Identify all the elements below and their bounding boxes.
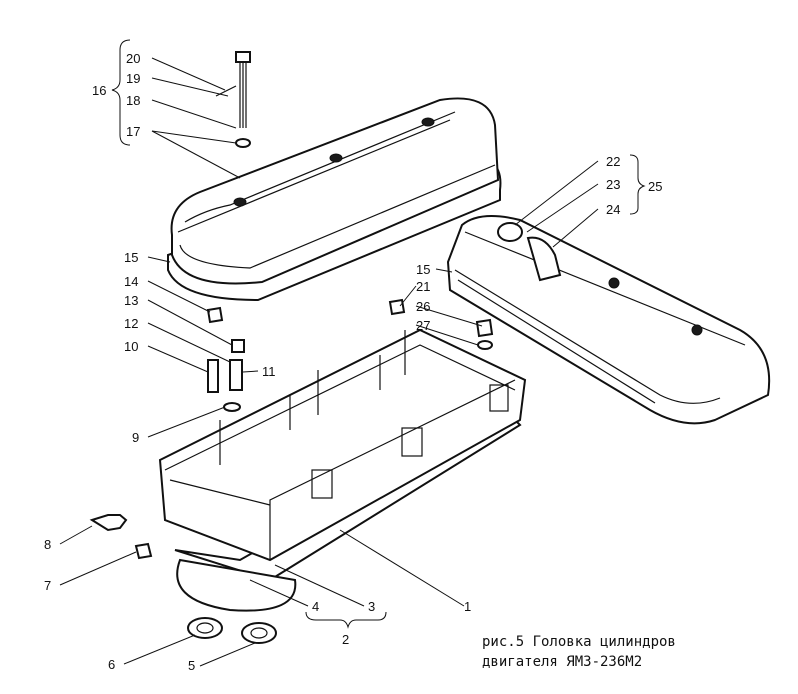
caption-line-2: двигателя ЯМЗ-236М2 xyxy=(482,654,643,670)
callout-12: 12 xyxy=(124,316,138,331)
callout-3: 3 xyxy=(368,599,375,614)
callout-25: 25 xyxy=(648,179,662,194)
callout-15-right: 15 xyxy=(416,262,430,277)
callout-2: 2 xyxy=(342,632,349,647)
callout-labels: 1 2 3 4 5 6 7 8 9 10 11 12 13 14 15 15 1… xyxy=(44,51,662,673)
callout-18: 18 xyxy=(126,93,140,108)
callout-27: 27 xyxy=(416,318,430,333)
leader-lines xyxy=(59,57,599,667)
small-parts xyxy=(89,298,494,644)
callout-13: 13 xyxy=(124,293,138,308)
callout-4: 4 xyxy=(312,599,319,614)
callout-20: 20 xyxy=(126,51,140,66)
callout-19: 19 xyxy=(126,71,140,86)
callout-17: 17 xyxy=(126,124,140,139)
callout-11: 11 xyxy=(262,364,276,379)
callout-1: 1 xyxy=(464,599,471,614)
callout-6: 6 xyxy=(108,657,115,672)
callout-26: 26 xyxy=(416,299,430,314)
callout-9: 9 xyxy=(132,430,139,445)
callout-15-left: 15 xyxy=(124,250,138,265)
callout-16: 16 xyxy=(92,83,106,98)
callout-21: 21 xyxy=(416,279,430,294)
callout-14: 14 xyxy=(124,274,138,289)
callout-23: 23 xyxy=(606,177,620,192)
callout-10: 10 xyxy=(124,339,138,354)
callout-8: 8 xyxy=(44,537,51,552)
cover-bolt-assembly xyxy=(215,51,251,148)
left-valve-cover xyxy=(167,97,502,302)
callout-24: 24 xyxy=(606,202,620,217)
caption-line-1: рис.5 Головка цилиндров xyxy=(482,634,676,650)
cylinder-head xyxy=(158,328,527,612)
callout-5: 5 xyxy=(188,658,195,673)
figure-caption: рис.5 Головка цилиндров двигателя ЯМЗ-23… xyxy=(482,632,676,672)
callout-22: 22 xyxy=(606,154,620,169)
callout-7: 7 xyxy=(44,578,51,593)
braces xyxy=(111,39,646,629)
right-valve-cover xyxy=(446,215,771,425)
